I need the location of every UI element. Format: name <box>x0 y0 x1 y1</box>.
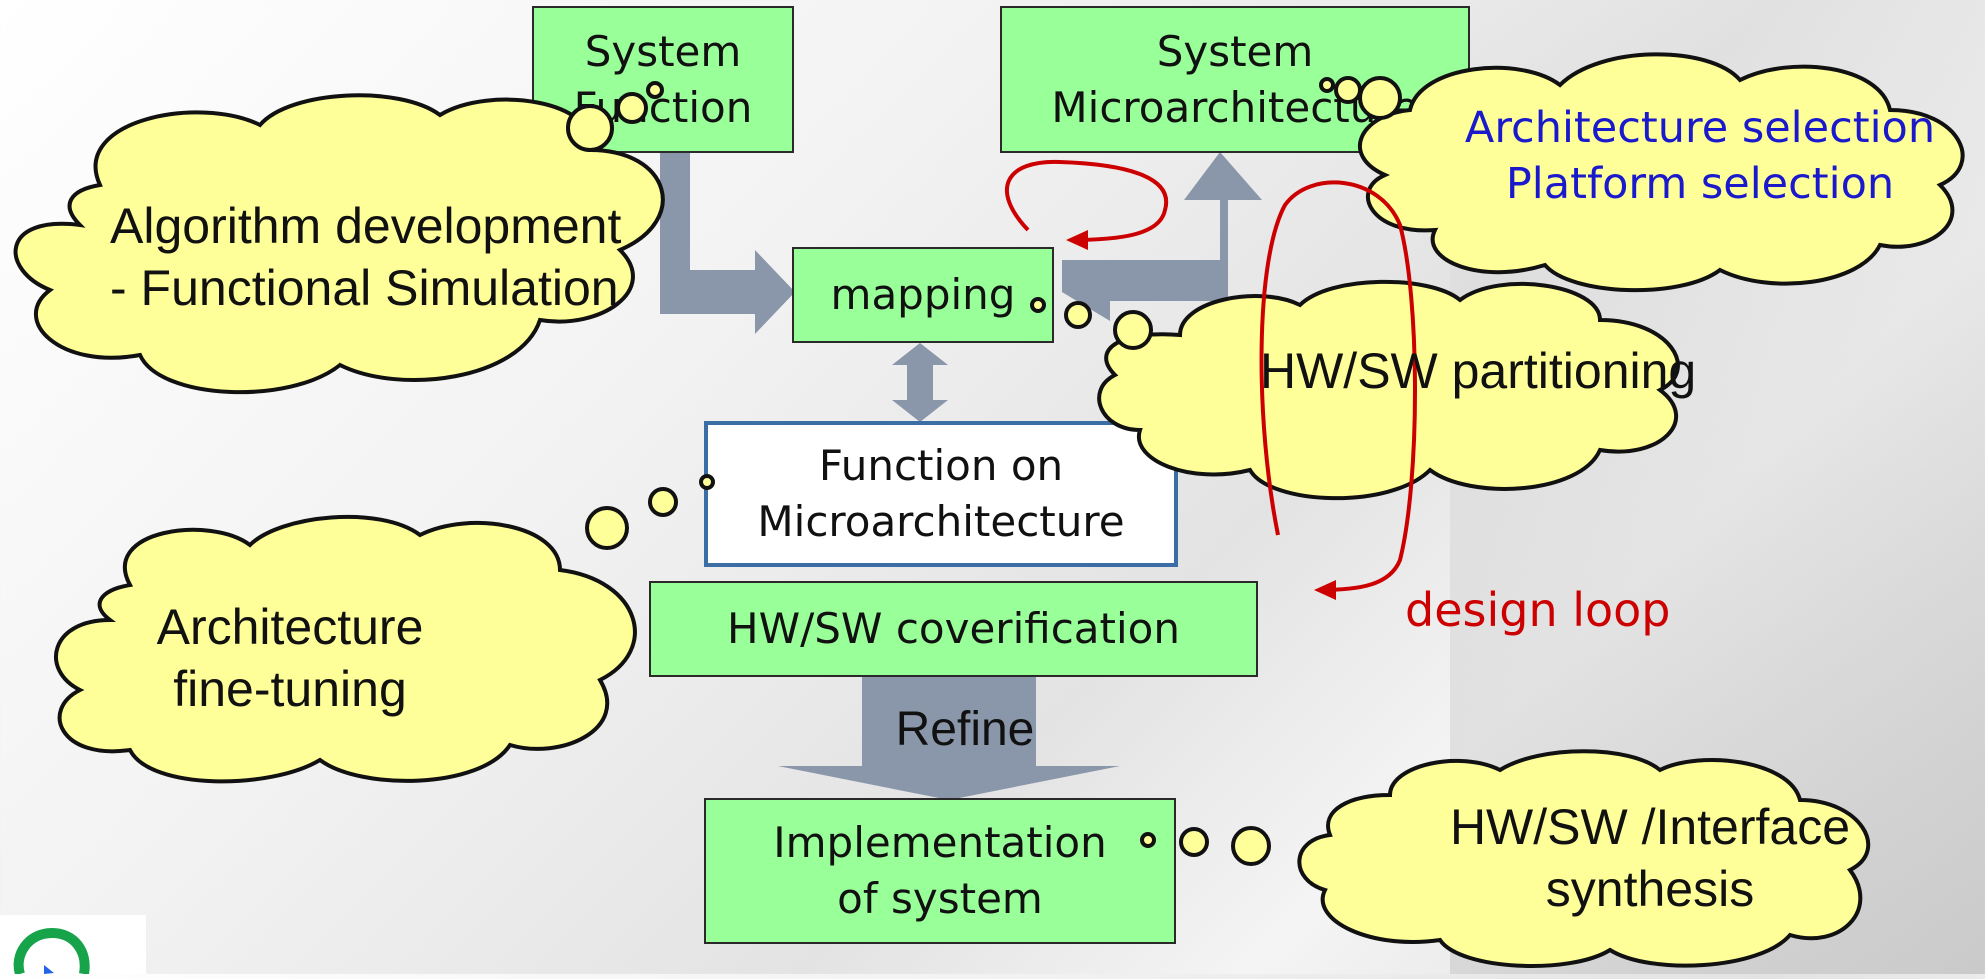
logo-ring-icon <box>13 927 90 976</box>
arrow-mapping-to-microarchitecture <box>1062 152 1262 321</box>
mapping-self-loop <box>1005 159 1169 242</box>
bubble-arch-3 <box>1319 77 1335 93</box>
algorithm-development-line1: Algorithm development <box>110 198 622 254</box>
design-loop-curve <box>1259 180 1417 592</box>
system-microarchitecture-line1: System <box>1156 26 1314 76</box>
refine-arrow <box>778 676 1120 800</box>
bubble-tune-2 <box>648 487 678 517</box>
arrow-algorithm-to-mapping <box>690 256 792 330</box>
architecture-fine-tuning-cloud <box>54 514 637 784</box>
logo <box>0 915 146 976</box>
implementation-box: Implementation of system <box>704 798 1176 944</box>
function-on-microarchitecture-line1: Function on <box>818 441 1064 490</box>
hw-sw-partitioning-cloud <box>1097 279 1680 501</box>
bubble-part-3 <box>1030 297 1046 313</box>
mapping-self-loop-arrowhead <box>1066 230 1088 250</box>
hw-sw-coverification-box: HW/SW coverification <box>649 581 1258 677</box>
system-function-box: System Function <box>532 6 794 153</box>
architecture-fine-tuning-text: Architecture fine-tuning <box>120 596 460 720</box>
function-on-microarchitecture-box: Function on Microarchitecture <box>704 421 1178 567</box>
bubble-impl-3 <box>1140 832 1156 848</box>
system-function-line1: System <box>584 26 742 76</box>
bubble-part-1 <box>1113 310 1153 350</box>
double-arrow-mapping-function <box>892 343 948 422</box>
refine-label: Refine <box>895 703 1035 756</box>
interface-synthesis-line2: synthesis <box>1545 861 1755 917</box>
hw-sw-partitioning-text: HW/SW partitioning <box>1260 343 1697 399</box>
hw-sw-coverification-label: HW/SW coverification <box>727 604 1180 653</box>
architecture-selection-line2: Platform selection <box>1505 159 1895 209</box>
interface-synthesis-line1: HW/SW /Interface <box>1449 799 1851 855</box>
design-loop-label: design loop <box>1405 583 1671 637</box>
algorithm-development-cloud <box>13 93 665 395</box>
bubble-tune-3 <box>699 474 715 490</box>
architecture-fine-tuning-line2: fine-tuning <box>173 661 407 717</box>
implementation-line1: Implementation <box>773 818 1107 867</box>
bubble-algo-1 <box>566 104 614 152</box>
bubble-impl-2 <box>1179 827 1209 857</box>
algorithm-development-text: Algorithm development - Functional Simul… <box>80 195 622 319</box>
bubble-impl-1 <box>1231 826 1271 866</box>
implementation-line2: of system <box>837 874 1043 923</box>
interface-synthesis-text: HW/SW /Interface synthesis <box>1420 796 1880 920</box>
bubble-algo-2 <box>616 92 648 124</box>
function-on-microarchitecture-line2: Microarchitecture <box>757 497 1125 546</box>
mapping-box: mapping <box>792 247 1054 343</box>
bubble-arch-2 <box>1334 76 1362 104</box>
bubble-arch-1 <box>1358 76 1402 120</box>
interface-synthesis-cloud <box>1297 749 1871 969</box>
architecture-fine-tuning-line1: Architecture <box>156 599 424 655</box>
algorithm-development-line2: - Functional Simulation <box>110 260 619 316</box>
architecture-selection-text: Architecture selection Platform selectio… <box>1440 100 1960 212</box>
bubble-algo-3 <box>646 81 664 99</box>
bubble-tune-1 <box>585 506 629 550</box>
architecture-selection-line1: Architecture selection <box>1464 103 1936 153</box>
mapping-label: mapping <box>830 270 1016 319</box>
design-loop-arrowhead <box>1314 580 1336 600</box>
bubble-part-2 <box>1064 301 1092 329</box>
